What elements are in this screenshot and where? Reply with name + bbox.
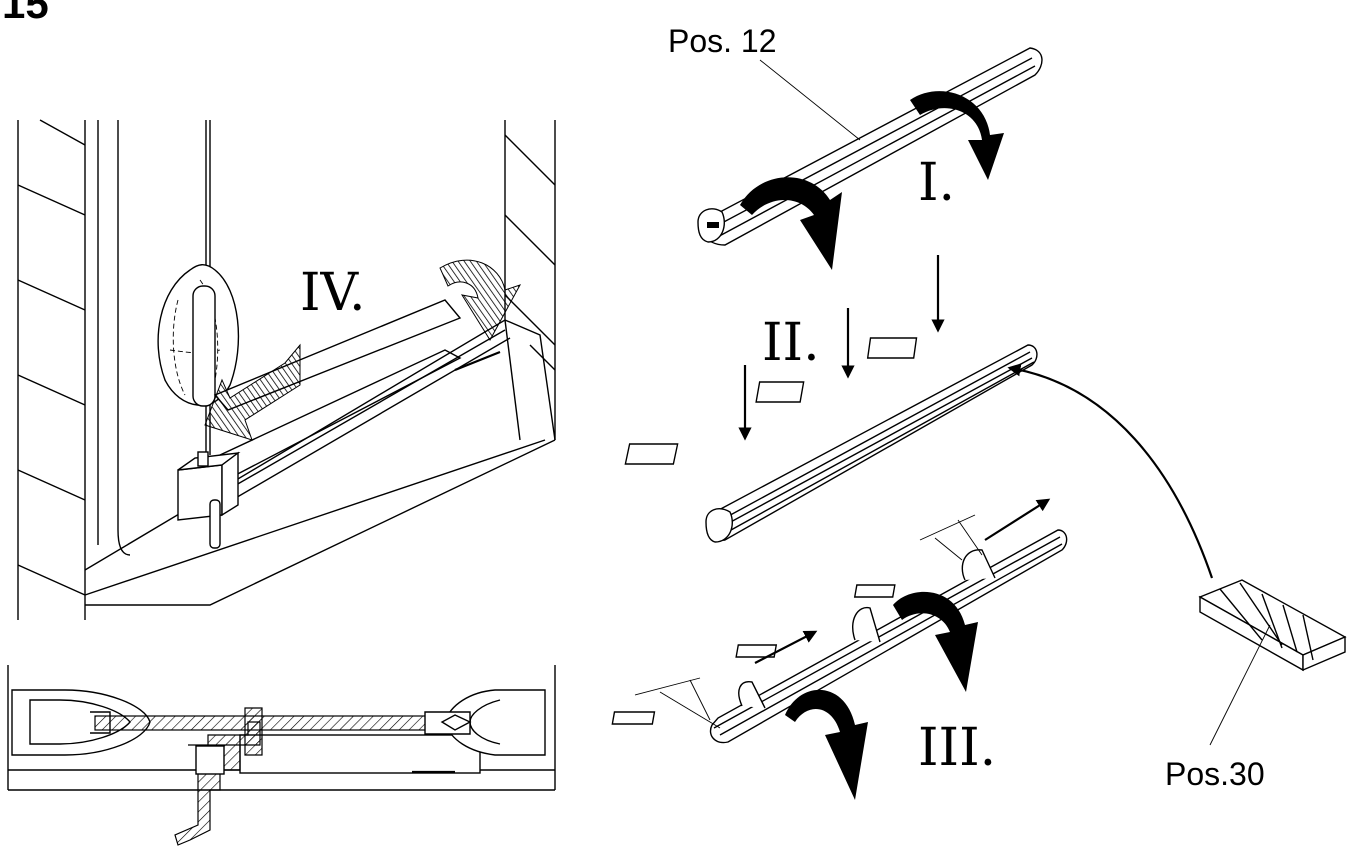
profile-with-pads: II.	[624, 255, 1214, 579]
pos30-label: Pos.30	[1165, 756, 1265, 792]
left-wall-tiles	[17, 119, 86, 620]
step-3-label: III.	[918, 718, 996, 778]
step-1-label: I.	[918, 153, 955, 213]
step-2-label: II.	[762, 313, 820, 373]
seal-profile	[204, 329, 511, 511]
rotate-arrow-right	[910, 91, 1004, 180]
pos12-label: Pos. 12	[668, 23, 777, 59]
pos30-leader	[1209, 624, 1271, 746]
cross-section-view	[7, 665, 556, 846]
pos12-leader	[759, 59, 861, 141]
right-wall-tiles	[504, 120, 556, 440]
pad-strip-pos30: Pos.30	[1165, 579, 1347, 792]
rotate-arrow-left	[740, 177, 842, 270]
push-arrow-left	[204, 343, 301, 441]
step-4-label: IV.	[300, 263, 366, 323]
rotate-arrow-bottom-left	[785, 689, 868, 800]
rotate-arrow-bottom-right	[893, 591, 978, 692]
curved-arrow-pos30	[1007, 363, 1214, 579]
shower-corner-view: IV.	[17, 119, 556, 620]
push-arrow-down	[439, 259, 522, 341]
shower-tray	[84, 319, 556, 620]
profile-peel-view: III.	[611, 498, 1068, 800]
figure-number: 15	[2, 0, 49, 27]
seal-profile-pos12: Pos. 12 I.	[668, 23, 1043, 270]
hinge-block	[177, 451, 241, 549]
